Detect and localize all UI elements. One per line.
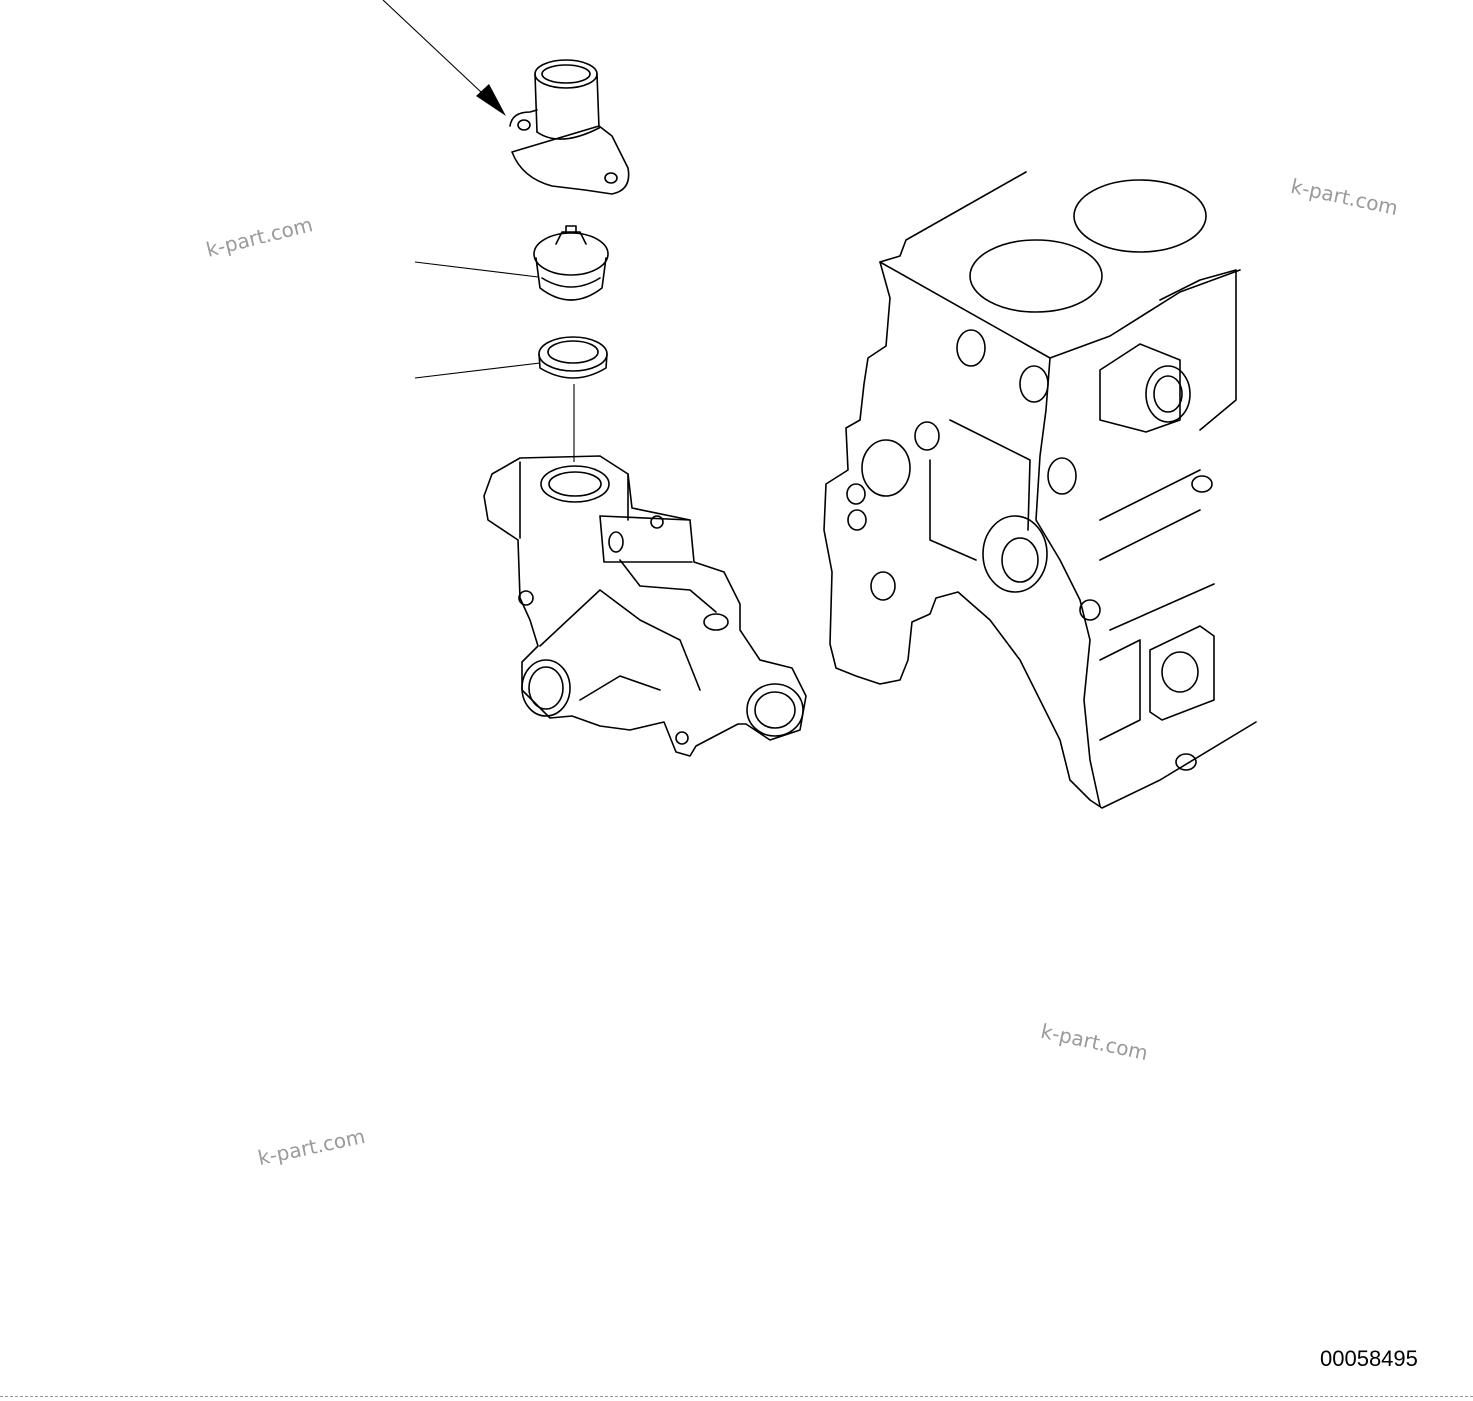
- cylinder-block-icon: [823, 171, 1257, 809]
- thermostat-icon: [533, 225, 609, 301]
- reference-number: 00058495: [1320, 1346, 1418, 1371]
- seal-ring-icon: [538, 336, 608, 379]
- water-pump-housing-icon: [483, 455, 807, 757]
- leader-arrow: [382, 0, 506, 116]
- bottom-rule: [0, 1396, 1473, 1397]
- leader-line-seal: [414, 362, 541, 379]
- thermostat-cover-icon: [509, 59, 630, 195]
- leader-line-thermostat: [414, 261, 539, 278]
